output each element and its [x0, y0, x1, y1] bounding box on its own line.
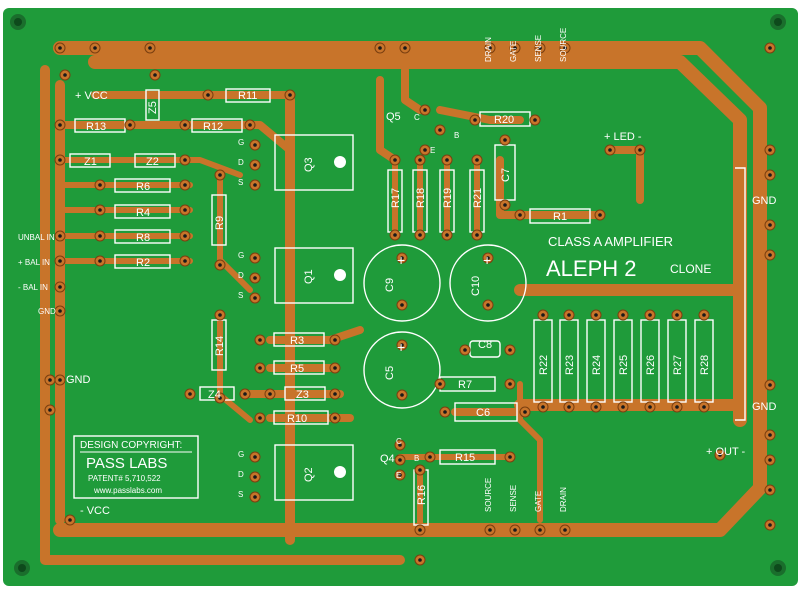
c7-label: C7 — [500, 168, 512, 182]
q1-g: G — [238, 251, 244, 260]
c5-label: C5 — [384, 366, 396, 380]
copyright-line2: PASS LABS — [86, 455, 167, 472]
r15-label: R15 — [455, 452, 475, 464]
r21-label: R21 — [472, 188, 484, 208]
out-label: + OUT - — [706, 446, 746, 458]
top-drain-label: DRAIN — [484, 37, 493, 62]
bottom-gate-label: GATE — [534, 491, 543, 512]
r17-label: R17 — [390, 188, 402, 208]
q5-label: Q5 — [386, 111, 401, 123]
r9-label: R9 — [214, 216, 226, 230]
q4-b-label: B — [414, 454, 419, 463]
q1-d: D — [238, 271, 244, 280]
r23-label: R23 — [564, 355, 576, 375]
q2-d: D — [238, 470, 244, 479]
r3-label: R3 — [290, 335, 304, 347]
led-label: + LED - — [604, 131, 642, 143]
input-gnd-label: GND — [38, 307, 56, 316]
input-unbal-label: UNBAL IN — [18, 233, 55, 242]
r2-label: R2 — [136, 257, 150, 269]
top-sense-label: SENSE — [534, 35, 543, 62]
q5-b-label: B — [454, 131, 459, 140]
pcb-substrate — [3, 8, 798, 586]
r28-label: R28 — [699, 355, 711, 375]
r24-label: R24 — [591, 355, 603, 375]
r11-outline — [225, 88, 271, 103]
z1-label: Z1 — [84, 156, 97, 168]
q2-s: S — [238, 490, 243, 499]
c9-label: C9 — [384, 278, 396, 292]
q3-d: D — [238, 158, 244, 167]
c6-label: C6 — [476, 407, 490, 419]
r13-label: R13 — [86, 121, 106, 133]
q3-s: S — [238, 178, 243, 187]
copyright-line3: PATENT# 5,710,522 — [88, 474, 161, 483]
vcc-plus-label: + VCC — [75, 90, 108, 102]
r8-label: R8 — [136, 232, 150, 244]
c10-plus-mark: + — [483, 252, 491, 268]
q4-e-label: E — [396, 471, 401, 480]
c10-label: C10 — [470, 276, 482, 296]
q4-label: Q4 — [380, 453, 395, 465]
q3-g: G — [238, 138, 244, 147]
r22-label: R22 — [538, 355, 550, 375]
mounting-holes — [10, 14, 786, 576]
title-clone: CLONE — [670, 262, 711, 276]
copyright-line4: www.passlabs.com — [93, 486, 162, 495]
z5-label: Z5 — [147, 101, 159, 114]
z4-label: Z4 — [208, 389, 221, 401]
q5-e-label: E — [430, 146, 435, 155]
title-aleph-2: ALEPH 2 — [546, 256, 637, 281]
q1-s: S — [238, 291, 243, 300]
q3-label: Q3 — [303, 157, 315, 172]
r7-label: R7 — [458, 379, 472, 391]
r11-label: R11 — [238, 90, 257, 102]
r16-label: R16 — [416, 485, 428, 505]
r25-label: R25 — [618, 355, 630, 375]
r10-label: R10 — [287, 413, 307, 425]
bottom-source-label: SOURCE — [484, 478, 493, 512]
r14-label: R14 — [214, 336, 226, 356]
bottom-sense-label: SENSE — [509, 485, 518, 512]
q5-c-label: C — [414, 113, 420, 122]
c8-label: C8 — [478, 339, 492, 351]
r18-label: R18 — [415, 188, 427, 208]
z3-label: Z3 — [296, 389, 309, 401]
z2-label: Z2 — [146, 156, 159, 168]
r19-label: R19 — [442, 188, 454, 208]
q2-g: G — [238, 450, 244, 459]
r1-label: R1 — [553, 211, 567, 223]
q2-label: Q2 — [303, 467, 315, 482]
top-source-label: SOURCE — [559, 28, 568, 62]
r5-label: R5 — [290, 363, 304, 375]
r26-label: R26 — [645, 355, 657, 375]
c5-plus-mark: + — [397, 339, 405, 355]
vcc-minus-label: - VCC — [80, 505, 110, 517]
bottom-drain-label: DRAIN — [559, 487, 568, 512]
r4-label: R4 — [136, 207, 150, 219]
input-bal-minus-label: - BAL IN — [18, 283, 48, 292]
input-bal-plus-label: + BAL IN — [18, 258, 50, 267]
title-class-a: CLASS A AMPLIFIER — [548, 234, 673, 249]
gnd-right-bottom-label: GND — [752, 401, 777, 413]
r6-label: R6 — [136, 181, 150, 193]
q4-c-label: C — [396, 437, 402, 446]
silkscreen-labels: + VCC - VCC UNBAL IN + BAL IN - BAL IN G… — [18, 28, 777, 517]
r20-label: R20 — [494, 114, 514, 126]
gnd-right-top-label: GND — [752, 195, 777, 207]
r12-label: R12 — [203, 121, 223, 133]
q1-label: Q1 — [303, 269, 315, 284]
gnd-left-label: GND — [66, 374, 91, 386]
top-gate-label: GATE — [509, 41, 518, 62]
r27-label: R27 — [672, 355, 684, 375]
c9-plus-mark: + — [397, 252, 405, 268]
copyright-line1: DESIGN COPYRIGHT: — [80, 440, 182, 451]
solder-pads — [44, 42, 776, 566]
